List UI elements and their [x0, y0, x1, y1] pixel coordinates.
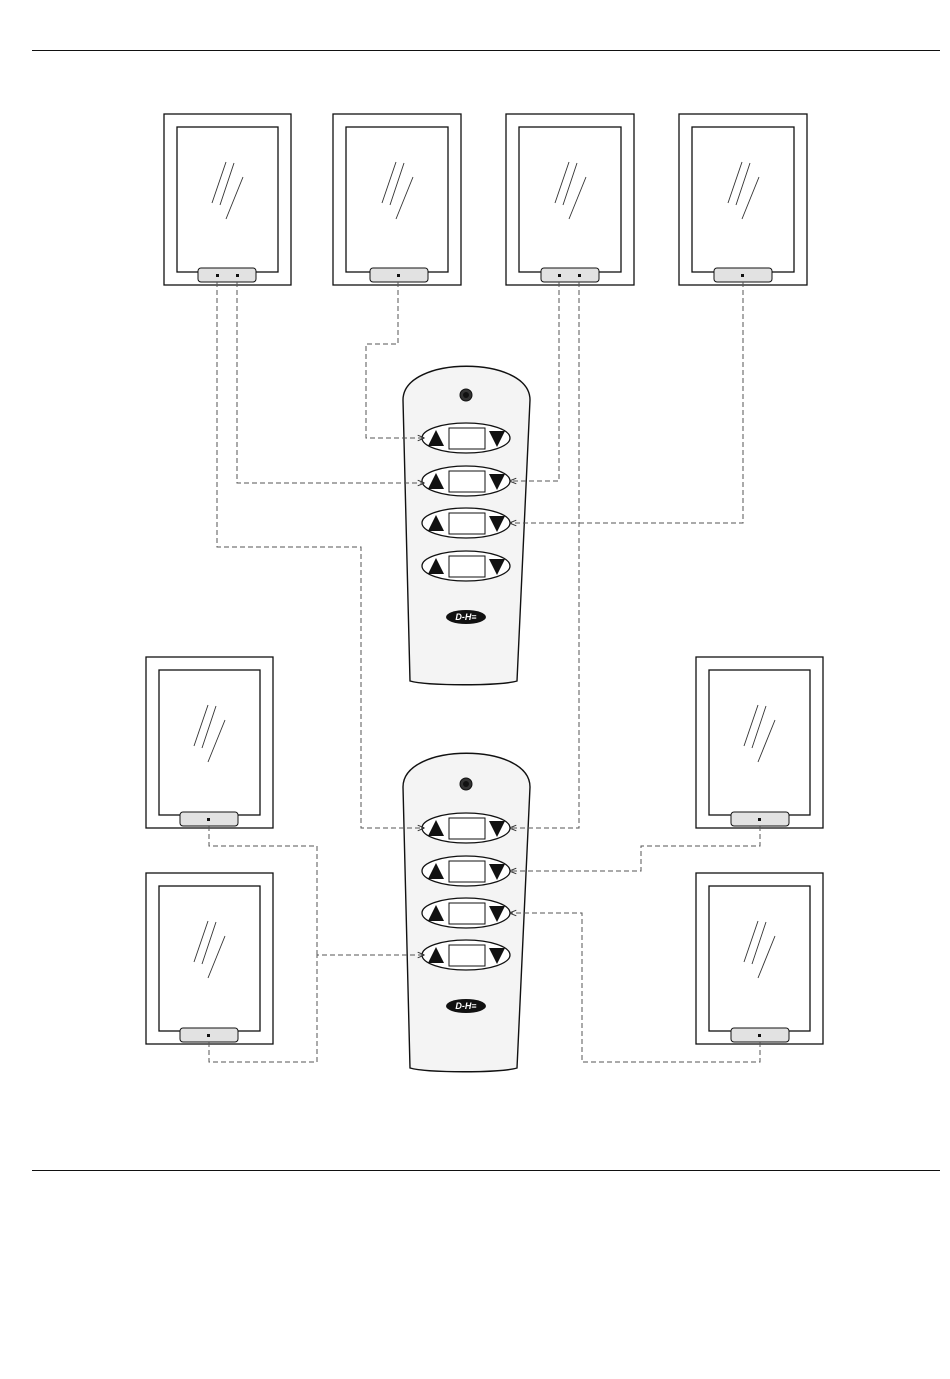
svg-text:D-H≡: D-H≡ [455, 1001, 476, 1011]
brand-logo: D-H≡ [446, 610, 486, 624]
receiver-led [397, 274, 400, 277]
receiver-led [741, 274, 744, 277]
receiver [198, 268, 256, 282]
channel-display [449, 513, 485, 534]
receiver-led [578, 274, 581, 277]
window-3 [506, 114, 634, 285]
channel-3[interactable] [422, 898, 510, 928]
channel-display [449, 556, 485, 577]
receiver-led [207, 1034, 210, 1037]
window-8 [696, 873, 823, 1044]
window-4 [679, 114, 807, 285]
link-w7-r2c2 [510, 826, 760, 871]
link-w4-r1c3 [510, 282, 743, 523]
svg-text:D-H≡: D-H≡ [455, 612, 476, 622]
remote-control-1: D-H≡ [403, 366, 530, 685]
receiver [541, 268, 599, 282]
channel-1[interactable] [422, 423, 510, 453]
channel-display [449, 903, 485, 924]
receiver-led [758, 818, 761, 821]
window-1 [164, 114, 291, 285]
receiver-led [207, 818, 210, 821]
receiver-led [236, 274, 239, 277]
channel-3[interactable] [422, 508, 510, 538]
window-7 [696, 657, 823, 828]
channel-1[interactable] [422, 813, 510, 843]
channel-4[interactable] [422, 551, 510, 581]
brand-logo: D-H≡ [446, 999, 486, 1013]
channel-display [449, 945, 485, 966]
channel-2[interactable] [422, 466, 510, 496]
window-2 [333, 114, 461, 285]
window-6 [146, 873, 273, 1044]
receiver-led [758, 1034, 761, 1037]
channel-display [449, 471, 485, 492]
window-5 [146, 657, 273, 828]
link-w1-r1c2 [237, 282, 424, 483]
channel-4[interactable] [422, 940, 510, 970]
channel-2[interactable] [422, 856, 510, 886]
channel-display [449, 818, 485, 839]
receiver-led [216, 274, 219, 277]
channel-display [449, 861, 485, 882]
receiver-led [558, 274, 561, 277]
channel-display [449, 428, 485, 449]
